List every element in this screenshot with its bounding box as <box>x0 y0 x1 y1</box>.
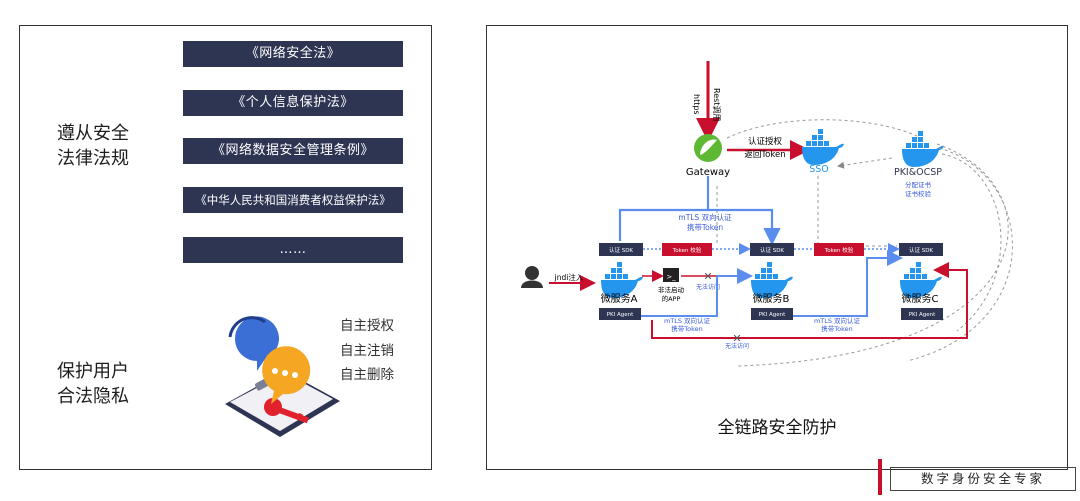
gateway-icon <box>694 134 722 162</box>
illegal-path-c <box>651 262 968 339</box>
category-privacy-line2: 合法隐私 <box>57 386 129 407</box>
svg-text:>_: >_ <box>666 273 676 281</box>
rest-label: Rest调用 <box>712 88 721 121</box>
blocked-x-icon-1: ✕ <box>703 270 712 283</box>
token-box-a-label: Token 校验 <box>672 246 702 254</box>
token-box-b <box>814 243 864 256</box>
service-a-docker-icon <box>601 262 643 298</box>
right-self-auth: 自主授权 <box>340 318 394 334</box>
key-icon <box>264 398 309 424</box>
chat-bubbles-icon <box>228 316 311 404</box>
service-a-label: 微服务A <box>601 292 638 305</box>
blocked-x-icon-2: ✕ <box>732 332 741 345</box>
service-b-label: 微服务B <box>753 292 790 305</box>
brand-accent-bar <box>878 459 882 495</box>
mtls-ab-label2: 携带Token <box>671 324 703 333</box>
https-label: https <box>692 94 701 115</box>
no-access-label-1: 无法访问 <box>696 283 720 291</box>
law-consumer-rights: 《中华人民共和国消费者权益保护法》 <box>183 187 403 213</box>
sso-label: SSO <box>809 164 829 175</box>
left-panel: 《网络安全法》 《个人信息保护法》 《网络数据安全管理条例》 《中华人民共和国消… <box>19 25 432 470</box>
pki-agent-c-label: PKI Agent <box>909 312 936 318</box>
no-access-label-2: 无法访问 <box>725 342 749 350</box>
illegal-app-label1: 非法启动 <box>658 285 685 294</box>
mtls-ab-label1: mTLS 双向认证 <box>664 316 711 325</box>
law-data-security: 《网络数据安全管理条例》 <box>183 138 403 164</box>
sdk-box-c <box>899 243 943 256</box>
mtls-top-label1: mTLS 双向认证 <box>678 212 732 222</box>
auth-label: 认证授权 <box>748 136 783 147</box>
law-personal-info: 《个人信息保护法》 <box>183 90 403 116</box>
service-c-label: 微服务C <box>902 292 939 305</box>
sdk-box-b <box>750 243 794 256</box>
category-compliance-line1: 遵从安全 <box>57 123 129 144</box>
pki-agent-b-label: PKI Agent <box>759 312 786 318</box>
category-privacy-line1: 保护用户 <box>57 361 129 382</box>
sdk-box-a <box>599 243 643 256</box>
service-c-docker-icon <box>900 262 942 298</box>
law-ellipsis: …… <box>183 237 403 263</box>
brand-footer: 数字身份安全专家 <box>878 459 1078 495</box>
pki-docker-icon <box>902 131 944 167</box>
pki-note1: 分配证书 <box>905 180 932 189</box>
mtls-bc-label1: mTLS 双向认证 <box>814 316 861 325</box>
security-architecture-diagram: https Rest调用 Gateway 认证授权 返回Token SSO PK… <box>521 61 1013 367</box>
right-self-cancel: 自主注销 <box>340 343 394 359</box>
hacker-icon <box>521 266 543 288</box>
pki-note2: 证书校验 <box>905 189 932 198</box>
sdk-box-a-label: 认证 SDK <box>609 246 633 254</box>
pki-agent-c <box>901 308 943 320</box>
illegal-app-label2: 的APP <box>662 294 681 303</box>
sdk-box-c-label: 认证 SDK <box>909 246 933 254</box>
category-compliance: 遵从安全 法律法规 <box>57 121 129 171</box>
pki-agent-a <box>599 308 641 320</box>
token-box-a <box>662 243 712 256</box>
right-panel: https Rest调用 Gateway 认证授权 返回Token SSO PK… <box>486 25 1068 470</box>
sso-docker-icon <box>802 129 844 165</box>
diagram-title: 全链路安全防护 <box>717 418 837 438</box>
token-return-label: 返回Token <box>744 149 785 160</box>
jndi-label: jndi注入 <box>554 272 584 282</box>
category-compliance-line2: 法律法规 <box>57 148 129 169</box>
mtls-bc-label2: 携带Token <box>821 324 853 333</box>
token-box-b-label: Token 校验 <box>824 246 854 254</box>
brand-tagline: 数字身份安全专家 <box>890 467 1076 491</box>
pki-label: PKI&OCSP <box>894 167 942 178</box>
pki-agent-b <box>751 308 793 320</box>
sdk-box-b-label: 认证 SDK <box>760 246 784 254</box>
pki-agent-a-label: PKI Agent <box>607 312 634 318</box>
privacy-illustration <box>225 316 340 437</box>
service-b-docker-icon <box>751 262 793 298</box>
terminal-icon <box>663 268 679 282</box>
gateway-label: Gateway <box>686 167 730 178</box>
mtls-top-link <box>618 208 781 246</box>
law-cybersecurity: 《网络安全法》 <box>183 41 403 67</box>
right-self-delete: 自主删除 <box>340 367 394 383</box>
category-privacy: 保护用户 合法隐私 <box>57 359 129 409</box>
mtls-top-label2: 携带Token <box>687 222 724 232</box>
